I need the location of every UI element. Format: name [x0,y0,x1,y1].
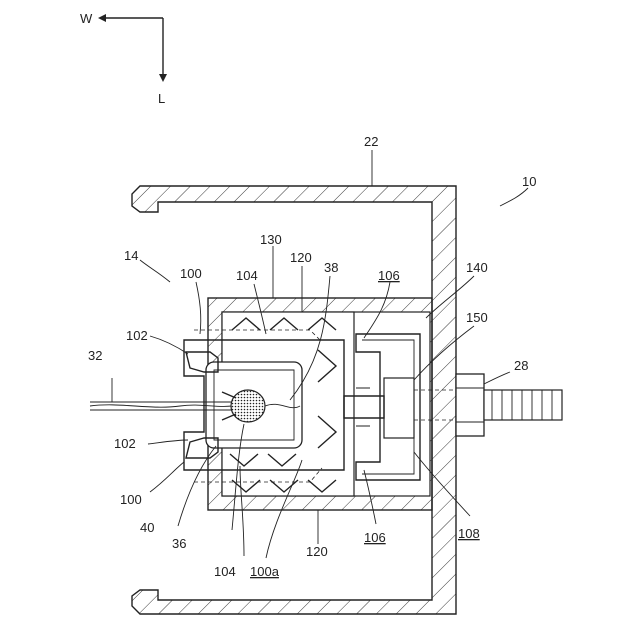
ref-10: 10 [522,174,536,189]
ref-40: 40 [140,520,154,535]
ref-100-bottom: 100 [120,492,142,507]
direction-label-w: W [80,11,93,26]
ref-102-bottom: 102 [114,436,136,451]
ref-100a: 100a [250,564,280,579]
ref-22: 22 [364,134,378,149]
ref-120-bottom: 120 [306,544,328,559]
ref-120-top: 120 [290,250,312,265]
ref-28: 28 [514,358,528,373]
ref-150: 150 [466,310,488,325]
ref-130: 130 [260,232,282,247]
direction-indicator: W L [80,11,167,106]
ref-106-top: 106 [378,268,400,283]
ref-106-bottom: 106 [364,530,386,545]
ref-38: 38 [324,260,338,275]
ref-32: 32 [88,348,102,363]
ref-36: 36 [172,536,186,551]
ref-140: 140 [466,260,488,275]
ref-100-top: 100 [180,266,202,281]
ref-102-top: 102 [126,328,148,343]
ref-104-top: 104 [236,268,258,283]
ref-14: 14 [124,248,138,263]
ref-108: 108 [458,526,480,541]
ref-104-bottom: 104 [214,564,236,579]
direction-label-l: L [158,91,165,106]
